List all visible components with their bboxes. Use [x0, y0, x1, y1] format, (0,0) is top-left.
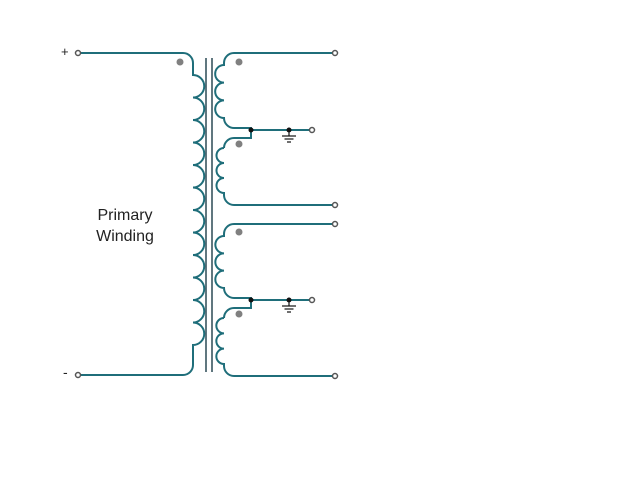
polarity-dot-upper: [235, 228, 243, 236]
polarity-dot-upper: [235, 58, 243, 66]
secondary-lower-half: [215, 147, 335, 206]
tap-junction-node: [248, 297, 254, 303]
positive-terminal-label: +: [61, 44, 69, 59]
primary-winding: [74, 49, 206, 379]
secondary-winding-lower: [214, 220, 339, 380]
secondary-lower-half: [215, 317, 335, 377]
transformer-core: [205, 58, 213, 372]
secondary-upper-half: [214, 223, 335, 299]
secondary-top-terminal: [331, 49, 339, 57]
center-tap-terminal: [308, 126, 316, 134]
primary-coil: [78, 52, 206, 376]
polarity-dot-lower: [235, 310, 243, 318]
negative-terminal-label: -: [63, 364, 68, 380]
secondary-upper-half: [214, 52, 335, 129]
secondary-bottom-terminal: [331, 201, 339, 209]
center-tap-terminal: [308, 296, 316, 304]
primary-negative-terminal: [74, 371, 82, 379]
center-tap-lead: [234, 297, 312, 301]
center-tap-return: [223, 130, 252, 149]
primary-polarity-dot: [176, 58, 184, 66]
primary-winding-label: Primary Winding: [72, 205, 178, 247]
center-tap-lead: [234, 127, 312, 131]
primary-positive-terminal: [74, 49, 82, 57]
primary-label-line2: Winding: [96, 228, 154, 245]
secondary-bottom-terminal: [331, 372, 339, 380]
secondary-top-terminal: [331, 220, 339, 228]
center-tap-return: [223, 300, 252, 319]
secondary-winding-upper: [214, 49, 339, 209]
tap-junction-node: [248, 127, 254, 133]
polarity-dot-lower: [235, 140, 243, 148]
primary-label-line1: Primary: [97, 207, 153, 224]
